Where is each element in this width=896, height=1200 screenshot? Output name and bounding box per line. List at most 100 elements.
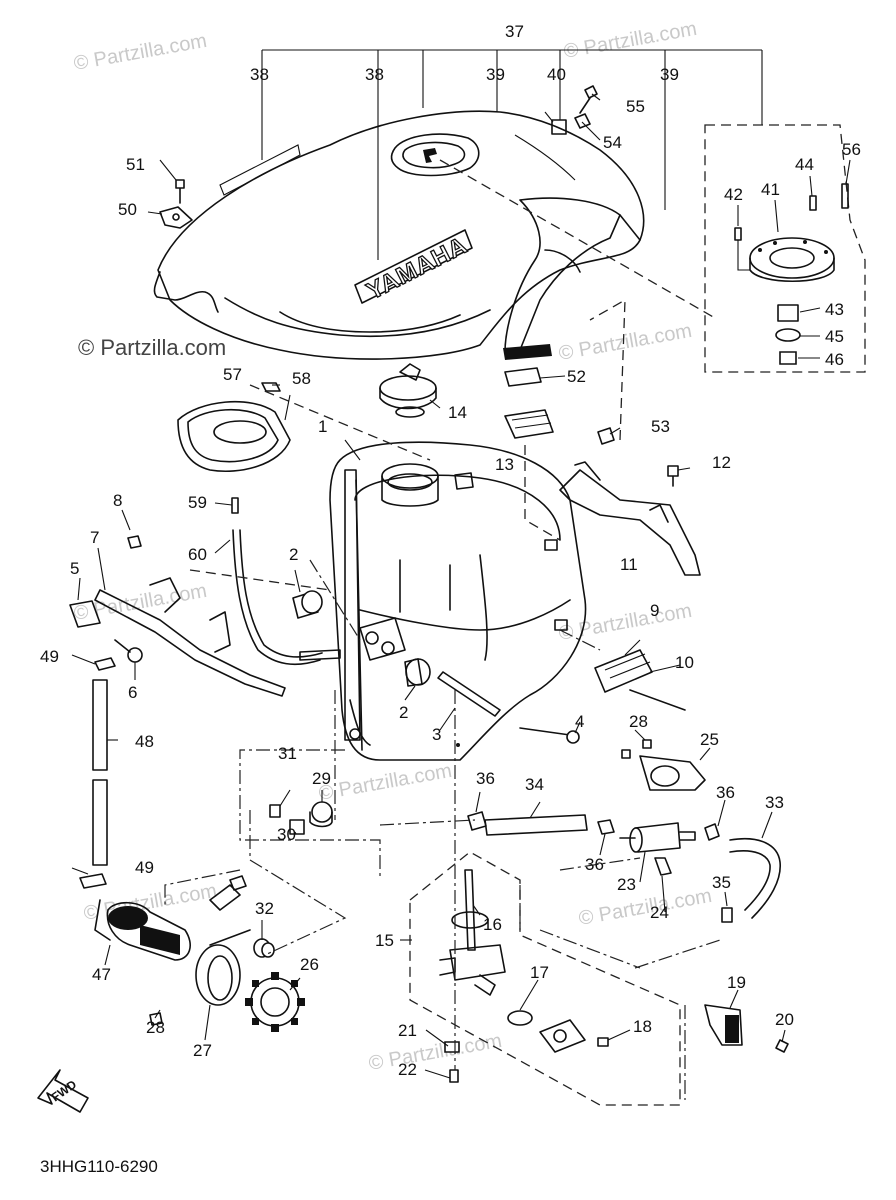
fwd-arrow-icon: FWD (37, 1069, 89, 1113)
part-number: 52 (567, 367, 586, 386)
part-number: 32 (255, 899, 274, 918)
part-number: 35 (712, 873, 731, 892)
part-number: 19 (727, 973, 746, 992)
part-number: 17 (530, 963, 549, 982)
part-number: 36 (585, 855, 604, 874)
damper-26 (245, 972, 305, 1032)
part-number: 36 (716, 783, 735, 802)
part-number: 24 (650, 903, 669, 922)
part-number: 56 (842, 140, 861, 159)
part-number: 2 (399, 703, 408, 722)
watermark: © Partzilla.com (562, 18, 699, 63)
part-number: 1 (318, 417, 327, 436)
part-number: 13 (495, 455, 514, 474)
part-number: 6 (128, 683, 137, 702)
watermark: © Partzilla.com (78, 335, 226, 360)
part-number: 22 (398, 1060, 417, 1079)
pump-clamp-27 (149, 929, 251, 1026)
fuel-cap (379, 363, 437, 418)
part-number: 59 (188, 493, 207, 512)
part-number: 11 (620, 555, 638, 574)
part-number: 39 (660, 65, 679, 84)
part-number: 16 (483, 915, 502, 934)
part-number: 28 (146, 1018, 165, 1037)
part-number: 41 (761, 180, 780, 199)
part-number: 42 (724, 185, 743, 204)
filter-bracket-25 (621, 739, 706, 791)
part-number: 26 (300, 955, 319, 974)
watermark: © Partzilla.com (82, 880, 219, 925)
grommet-32 (253, 938, 275, 958)
part-number: 48 (135, 732, 154, 751)
part-number: 15 (375, 931, 394, 950)
yamaha-logo: YAMAHA (362, 232, 471, 306)
part-number: 55 (626, 97, 645, 116)
part-number: 53 (651, 417, 670, 436)
fuel-tank-body (292, 441, 587, 761)
fwd-label: FWD (49, 1077, 80, 1104)
fuel-pump-47 (94, 875, 247, 961)
leader-lines (164, 298, 721, 1100)
small-parts-29-31 (269, 801, 333, 835)
part-number: 49 (135, 858, 154, 877)
part-number: 2 (289, 545, 298, 564)
bolt-4-head (566, 730, 580, 744)
fastener-54-55 (551, 85, 598, 135)
fuel-filter-23 (619, 822, 696, 876)
part-number: 39 (486, 65, 505, 84)
part-number: 23 (617, 875, 636, 894)
part-number: 12 (712, 453, 731, 472)
leader-37 (261, 49, 763, 260)
part-number: 20 (775, 1010, 794, 1029)
vent-hose-48 (79, 639, 143, 889)
part-number: 50 (118, 200, 137, 219)
part-number: 60 (188, 545, 207, 564)
part-number: 31 (278, 744, 297, 763)
part-number: 10 (675, 653, 694, 672)
part-number: 5 (70, 559, 79, 578)
part-number: 30 (277, 825, 296, 844)
part-number: 47 (92, 965, 111, 984)
cap-assembly-box (704, 124, 866, 373)
tank-bracket-11 (559, 461, 701, 576)
part-number: 21 (398, 1021, 417, 1040)
part-number: 51 (126, 155, 145, 174)
hose-clamp-9-10 (594, 649, 686, 711)
part-number: 7 (90, 528, 99, 547)
fuel-switch-19 (704, 1004, 789, 1053)
part-number: 33 (765, 793, 784, 812)
part-number-labels: 1 2 2 3 4 5 6 7 8 9 10 11 12 13 14 15 16… (40, 22, 861, 1079)
callout-leaders (71, 93, 851, 1079)
part-number: 18 (633, 1017, 652, 1036)
fuel-hose-33 (721, 838, 781, 923)
tank-cover-assembly: YAMAHA (153, 110, 716, 360)
rubber-mounts (504, 367, 615, 445)
part-number: 38 (250, 65, 269, 84)
watermark-layer: © Partzilla.com © Partzilla.com © Partzi… (72, 18, 714, 1075)
fuel-hose-34 (467, 811, 720, 841)
part-number: 54 (603, 133, 622, 152)
petcock-box (409, 851, 681, 1106)
part-number: 34 (525, 775, 544, 794)
bolt-4 (519, 727, 571, 736)
part-number: 3 (432, 725, 441, 744)
part-number: 9 (650, 601, 659, 620)
part-number: 46 (825, 350, 844, 369)
part-number: 28 (629, 712, 648, 731)
part-number: 4 (575, 712, 584, 731)
part-number: 27 (193, 1041, 212, 1060)
left-bracket-assembly (69, 497, 341, 697)
fuel-petcock (439, 869, 609, 1083)
cover-seal-57 (177, 382, 291, 472)
watermark: © Partzilla.com (72, 30, 209, 75)
watermark: © Partzilla.com (317, 760, 454, 805)
part-number: 49 (40, 647, 59, 666)
part-number: 40 (547, 65, 566, 84)
part-number: 38 (365, 65, 384, 84)
part-number: 44 (795, 155, 814, 174)
watermark: © Partzilla.com (557, 320, 694, 365)
part-number: 57 (223, 365, 242, 384)
watermark: © Partzilla.com (577, 885, 714, 930)
